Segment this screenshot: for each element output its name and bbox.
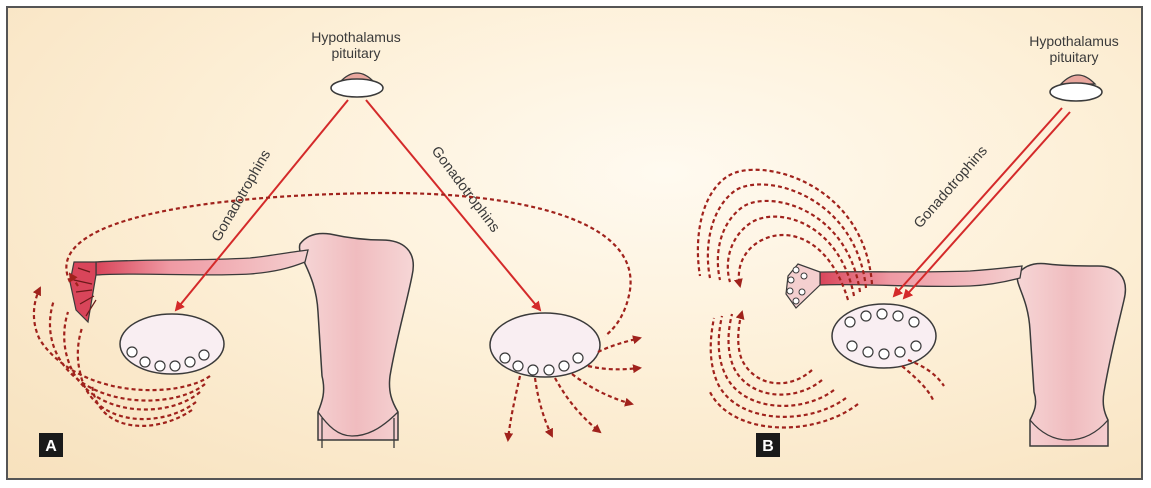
- hypothalamus-b-label-line2: pituitary: [1049, 49, 1098, 65]
- ovary-a-left: [120, 314, 224, 374]
- uterus-b: [1017, 263, 1125, 446]
- hypothalamus-b-label-line1: Hypothalamus: [1029, 33, 1119, 49]
- hypothalamus-a-label-line1: Hypothalamus: [311, 29, 401, 45]
- fimbriae-a-icon: [70, 262, 96, 322]
- hypothalamus-a-label-line2: pituitary: [331, 45, 380, 61]
- panel-a-tag: A: [39, 433, 63, 457]
- panel-b-tag-label: B: [762, 438, 774, 455]
- panel-a: Hypothalamus pituitary: [34, 29, 640, 457]
- panel-b: Hypothalamus pituitary: [698, 33, 1126, 457]
- panel-b-tag: B: [756, 433, 780, 457]
- ovary-b: [832, 304, 936, 368]
- dotted-feedback-b: [698, 170, 944, 428]
- ovary-a-right: [490, 313, 600, 377]
- gonadotrophins-b-label: Gonadotrophins: [911, 143, 991, 231]
- fimbriae-b-icon: [786, 264, 820, 308]
- fallopian-tube-a: [70, 250, 308, 322]
- pituitary-b-icon: [1050, 75, 1102, 101]
- uterus-a: [299, 233, 413, 448]
- panel-a-tag-label: A: [45, 438, 57, 455]
- pituitary-a-icon: [331, 73, 383, 97]
